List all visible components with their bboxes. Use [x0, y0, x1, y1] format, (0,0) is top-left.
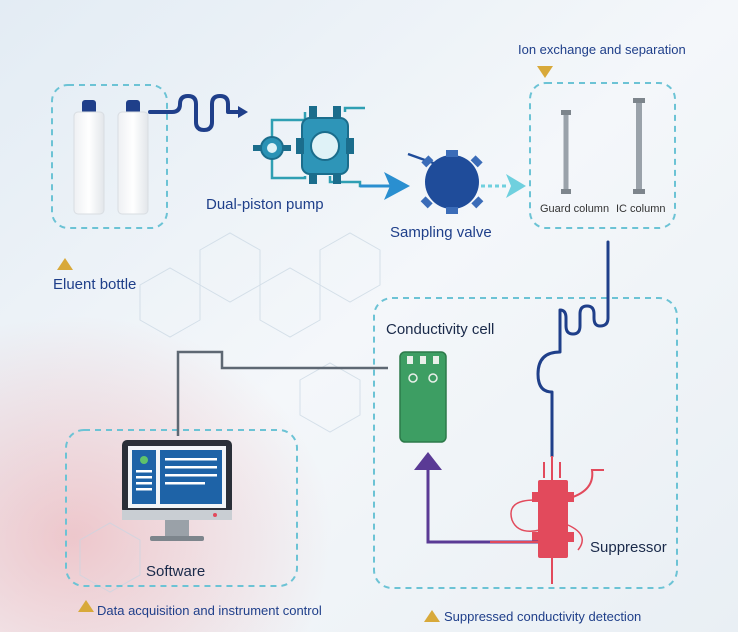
hexagon-decoration	[79, 232, 381, 593]
eluent-tube-arrow	[238, 106, 248, 118]
separation-box	[529, 82, 676, 229]
return-flow-arrow	[414, 452, 442, 470]
pump-label: Dual-piston pump	[206, 196, 324, 213]
eluent-label: Eluent bottle	[53, 276, 137, 293]
columns-graphic	[561, 98, 645, 194]
conductivity-cell-label: Conductivity cell	[386, 321, 495, 338]
eluent-marker-icon	[57, 258, 73, 270]
ic-column-label: IC column	[616, 203, 666, 215]
detection-marker-icon	[424, 610, 440, 622]
suppressor-graphic	[510, 456, 604, 584]
eluent-bottles	[73, 100, 149, 215]
signal-cable	[176, 350, 388, 436]
eluent-tube	[148, 94, 240, 132]
guard-column-label: Guard column	[540, 203, 610, 215]
suppressor-label: Suppressor	[590, 539, 667, 556]
sampling-valve-graphic	[407, 150, 484, 214]
software-label: Software	[146, 563, 206, 580]
software-marker-icon	[78, 600, 94, 612]
detection-box	[373, 297, 678, 589]
computer-graphic	[122, 440, 232, 541]
flow-arrow-valve-columns-head	[506, 174, 526, 198]
eluent-box	[51, 84, 168, 229]
flow-arrow-pump-valve	[384, 172, 410, 200]
software-caption: Data acquisition and instrument control	[97, 603, 322, 618]
column-outlet-tube	[536, 240, 610, 458]
separation-marker-icon	[537, 66, 553, 78]
section-frames	[51, 82, 678, 589]
separation-label: Ion exchange and separation	[518, 42, 686, 57]
conductivity-cell-graphic	[399, 351, 447, 443]
valve-label: Sampling valve	[390, 224, 492, 241]
software-box	[65, 429, 298, 587]
detection-label: Suppressed conductivity detection	[444, 609, 642, 624]
